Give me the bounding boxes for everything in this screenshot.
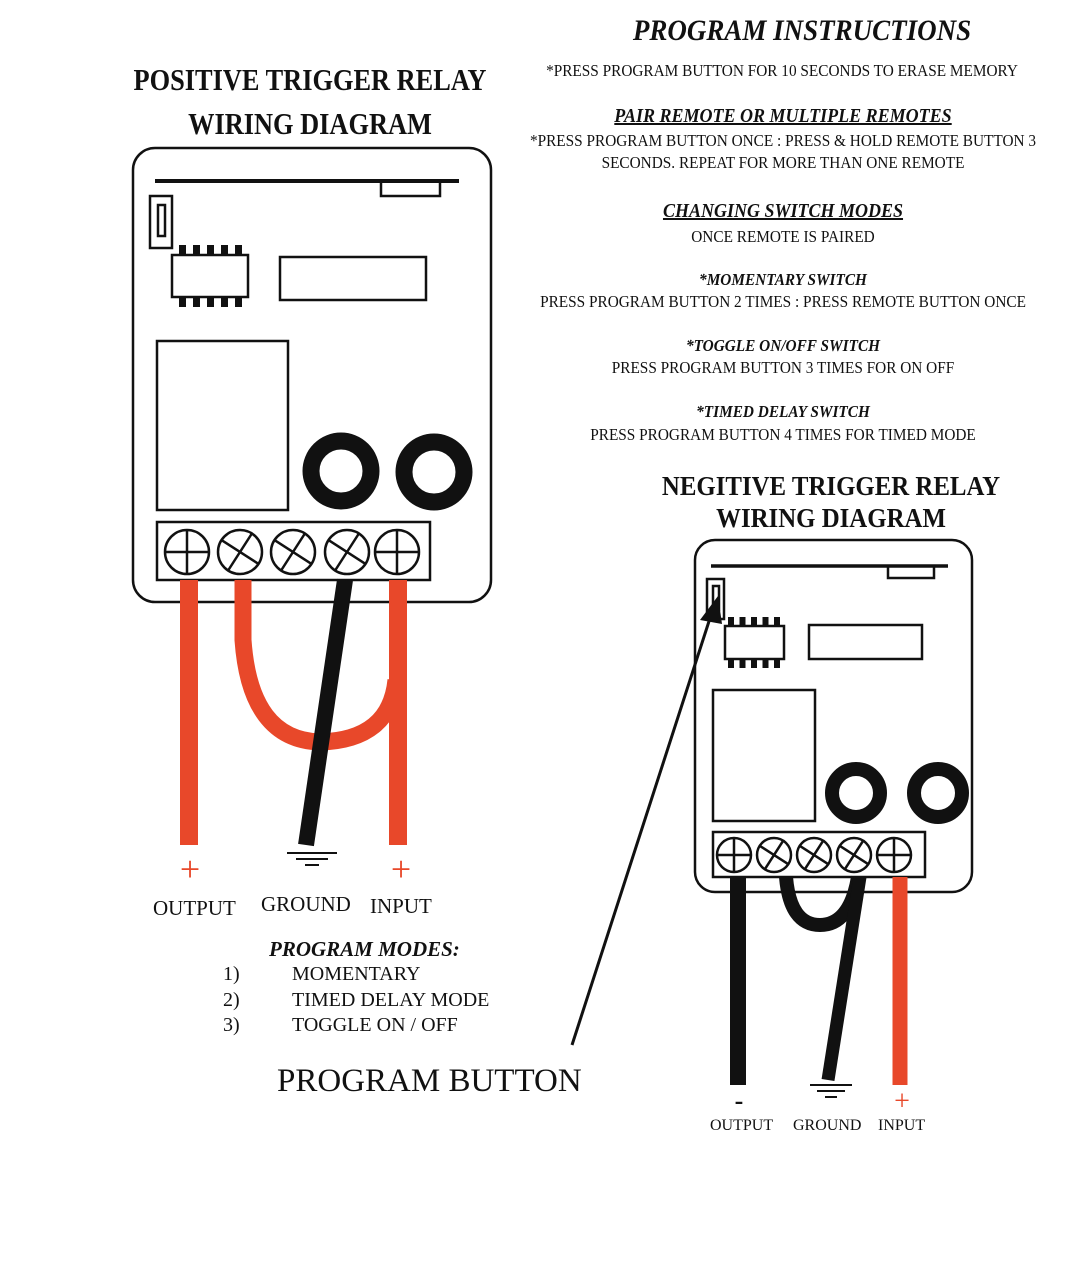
negative-output-label: OUTPUT	[710, 1117, 774, 1134]
screw-plus-icon	[875, 836, 913, 874]
momentary-text: PRESS PROGRAM BUTTON 2 TIMES : PRESS REM…	[540, 292, 1026, 311]
mode-number: 3)	[223, 1014, 240, 1036]
chip-pin	[728, 659, 734, 668]
ground-icon	[287, 852, 337, 866]
mode-number: 1)	[223, 963, 240, 985]
terminal-ring	[302, 432, 380, 510]
mode-label: MOMENTARY	[292, 963, 421, 985]
erase-instruction: *PRESS PROGRAM BUTTON FOR 10 SECONDS TO …	[546, 61, 1018, 80]
chip-pin	[193, 297, 200, 307]
mode-label: TIMED DELAY MODE	[292, 989, 490, 1011]
momentary-heading: *MOMENTARY SWITCH	[699, 270, 867, 289]
terminal-ring	[395, 433, 473, 511]
pair-line2: SECONDS. REPEAT FOR MORE THAN ONE REMOTE	[601, 153, 965, 172]
chip-pin	[762, 617, 769, 626]
screw-cross-icon	[795, 836, 833, 874]
toggle-heading: *TOGGLE ON/OFF SWITCH	[685, 336, 881, 355]
relay-block	[155, 339, 290, 512]
positive-input-sign: +	[390, 849, 412, 889]
screw-cross-icon	[269, 528, 317, 576]
modes-sub: ONCE REMOTE IS PAIRED	[691, 227, 875, 246]
positive-input-label: INPUT	[370, 894, 432, 918]
screw-plus-icon	[715, 836, 753, 874]
chip-pin	[774, 659, 780, 668]
negative-input-label: INPUT	[878, 1117, 926, 1134]
terminal-ring	[907, 762, 969, 824]
chip-pin	[207, 245, 214, 255]
modes-heading: CHANGING SWITCH MODES	[662, 200, 904, 222]
mode-label: TOGGLE ON / OFF	[292, 1014, 458, 1036]
program-button-switch	[148, 194, 174, 250]
negative-input-sign: +	[894, 1086, 910, 1117]
instructions-title: PROGRAM INSTRUCTIONS	[632, 14, 972, 47]
relay-block	[711, 688, 817, 823]
mode-number: 2)	[223, 989, 240, 1011]
positive-ground-label: GROUND	[261, 892, 351, 916]
chip-pin	[235, 245, 242, 255]
chip-pin	[728, 617, 734, 626]
screw-cross-icon	[323, 528, 371, 576]
chip-pin	[221, 245, 228, 255]
chip-pin	[235, 297, 242, 307]
positive-relay-module	[131, 146, 493, 604]
chip-pin	[179, 297, 186, 307]
screw-cross-icon	[835, 836, 873, 874]
terminal-block	[711, 830, 927, 879]
positive-title-line1: POSITIVE TRIGGER RELAY	[133, 62, 487, 97]
terminal-ring	[825, 762, 887, 824]
program-modes-heading: PROGRAM MODES:	[269, 937, 460, 961]
chip-pin	[193, 245, 200, 255]
chip-pin	[762, 659, 769, 668]
program-button-label: PROGRAM BUTTON	[277, 1063, 582, 1099]
negative-ground-label: GROUND	[793, 1117, 862, 1134]
pair-heading: PAIR REMOTE OR MULTIPLE REMOTES	[614, 105, 952, 127]
timed-text: PRESS PROGRAM BUTTON 4 TIMES FOR TIMED M…	[590, 425, 976, 444]
chip-pin	[221, 297, 228, 307]
chip-pin	[739, 617, 746, 626]
toggle-text: PRESS PROGRAM BUTTON 3 TIMES FOR ON OFF	[611, 358, 955, 377]
chip-pin	[751, 659, 757, 668]
positive-title-line2: WIRING DIAGRAM	[188, 106, 432, 141]
arrow-icon	[570, 596, 722, 1046]
positive-output-label: OUTPUT	[153, 896, 236, 920]
screw-plus-icon	[373, 528, 421, 576]
ground-wire	[821, 875, 867, 1082]
timed-heading: *TIMED DELAY SWITCH	[696, 402, 870, 421]
ground-icon	[810, 1084, 852, 1098]
chip-pin	[179, 245, 186, 255]
pair-line1: *PRESS PROGRAM BUTTON ONCE : PRESS & HOL…	[529, 131, 1037, 150]
terminal-block	[155, 520, 432, 582]
negative-output-sign: -	[734, 1086, 744, 1115]
ground-wire	[298, 578, 353, 847]
screw-plus-icon	[163, 528, 211, 576]
chip-pin	[751, 617, 757, 626]
chip-pin	[739, 659, 746, 668]
screw-cross-icon	[755, 836, 793, 874]
negative-title-line2: WIRING DIAGRAM	[716, 503, 946, 533]
negative-title-line1: NEGITIVE TRIGGER RELAY	[661, 471, 1001, 501]
chip-pin	[774, 617, 780, 626]
screw-cross-icon	[216, 528, 264, 576]
chip-pin	[207, 297, 214, 307]
positive-output-sign: +	[179, 849, 201, 889]
